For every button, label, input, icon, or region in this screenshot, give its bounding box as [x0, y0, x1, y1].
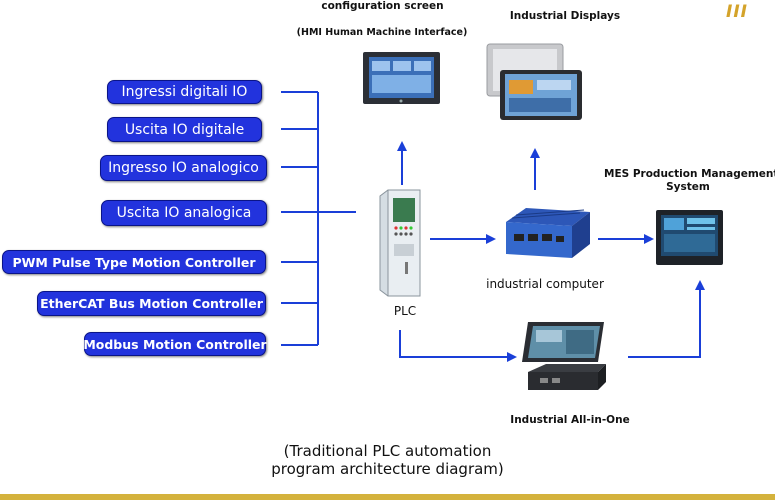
- io-module-analog-output: Uscita IO analogica: [101, 200, 267, 226]
- mes-label-line1: MES Production Management: [604, 168, 775, 180]
- caption-line-2: program architecture diagram): [271, 460, 504, 478]
- industrial-computer-image: [506, 208, 590, 258]
- hmi-panel-image: [363, 52, 440, 104]
- io-module-digital-output: Uscita IO digitale: [107, 117, 262, 142]
- io-module-analog-input: Ingresso IO analogico: [100, 155, 267, 181]
- displays-title: Industrial Displays: [509, 10, 621, 22]
- plc-to-allinone-arrow: [399, 330, 517, 362]
- hmi-subtitle: (HMI Human Machine Interface): [296, 27, 468, 38]
- caption-line-1: (Traditional PLC automation: [283, 442, 492, 460]
- io-module-digital-input: Ingressi digitali IO: [107, 80, 262, 104]
- motion-controller-modbus: Modbus Motion Controller: [83, 332, 267, 356]
- plc-label: PLC: [393, 304, 417, 318]
- all-in-one-image: [522, 322, 606, 390]
- allinone-to-mes-arrow: [628, 280, 705, 358]
- plc-cabinet-image: [379, 189, 421, 297]
- industrial-computer-label: industrial computer: [486, 277, 604, 291]
- mes-label-line2: System: [666, 181, 710, 193]
- mes-monitor-image: [656, 210, 723, 265]
- corner-mark: III: [726, 2, 748, 22]
- industrial-displays-image: [486, 43, 582, 120]
- bottom-accent-bar: [0, 494, 775, 500]
- hmi-title: configuration screen: [321, 0, 444, 12]
- diagram-caption: (Traditional PLC automation program arch…: [0, 442, 775, 478]
- motion-controller-pwm: PWM Pulse Type Motion Controller: [2, 250, 266, 274]
- all-in-one-label: Industrial All-in-One: [510, 414, 630, 426]
- motion-controller-ethercat: EtherCAT Bus Motion Controller: [37, 291, 266, 316]
